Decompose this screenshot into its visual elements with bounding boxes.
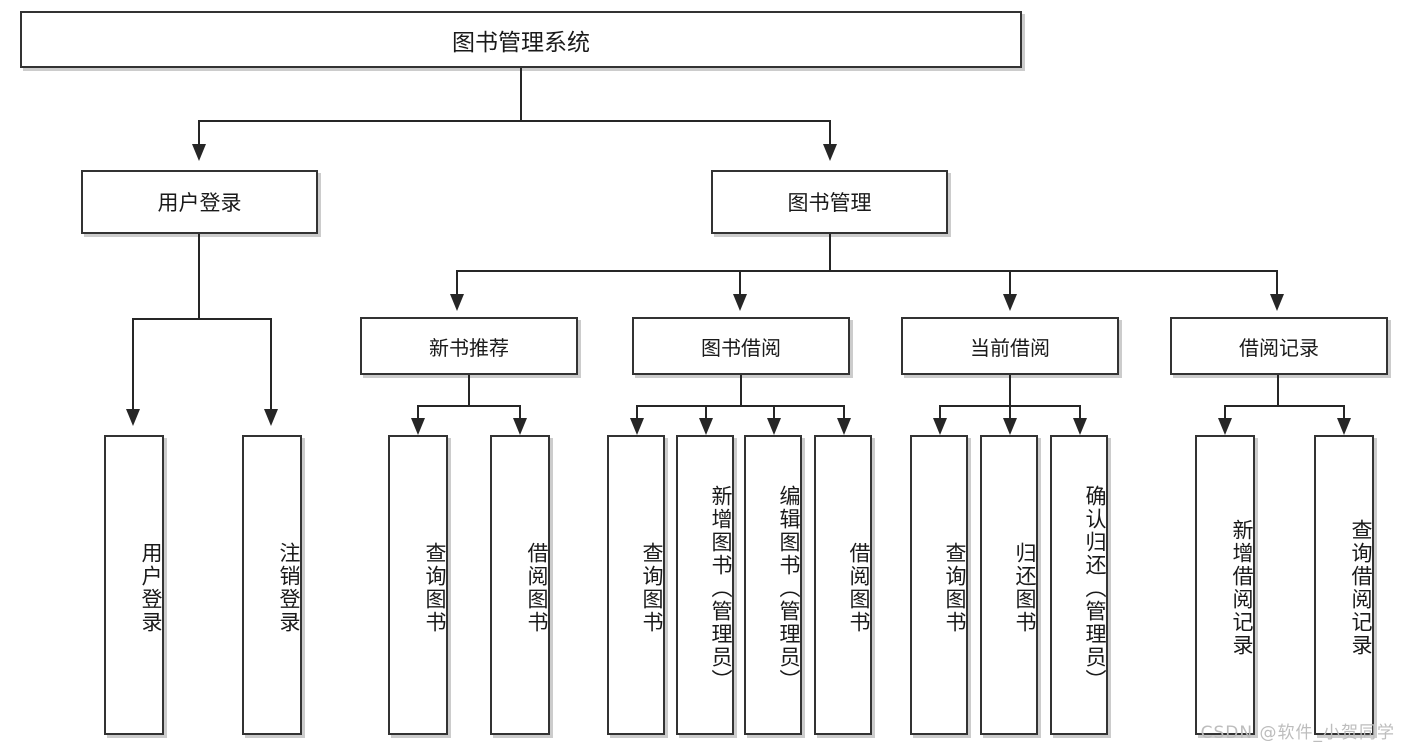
leaf-book-borrow-add[interactable]: 新增图书（管理员） (676, 435, 734, 735)
node-label: 查询借阅记录 (1349, 519, 1373, 657)
connector-level1-bus (199, 120, 831, 122)
leaf-user-login-login[interactable]: 用户登录 (104, 435, 164, 735)
leaf-borrow-record-add[interactable]: 新增借阅记录 (1195, 435, 1255, 735)
connector-book-borrow-drop-3 (843, 405, 845, 419)
node-label: 新书推荐 (429, 335, 509, 360)
arrowhead-current-borrow-2 (1073, 418, 1087, 435)
node-label: 编辑图书（管理员） (777, 484, 801, 692)
connector-borrow-record-bus (1225, 405, 1344, 407)
arrowhead-level2-2 (1003, 294, 1017, 311)
leaf-current-borrow-query[interactable]: 查询图书 (910, 435, 968, 735)
node-label: 查询图书 (640, 542, 664, 634)
connector-new-book-bus (418, 405, 520, 407)
arrowhead-level2-3 (1270, 294, 1284, 311)
node-label: 用户登录 (139, 542, 163, 634)
node-label: 借阅图书 (847, 542, 871, 634)
connector-user-login-bus (133, 318, 271, 320)
arrowhead-new-book-0 (411, 418, 425, 435)
connector-book-management-stem (829, 234, 831, 271)
leaf-user-login-logout[interactable]: 注销登录 (242, 435, 302, 735)
connector-book-borrow-drop-2 (773, 405, 775, 419)
leaf-book-borrow-borrow[interactable]: 借阅图书 (814, 435, 872, 735)
node-label: 借阅图书 (525, 542, 549, 634)
connector-level2-bus (457, 270, 1278, 272)
connector-level1-drop-1 (829, 120, 831, 145)
node-label: 查询图书 (943, 542, 967, 634)
node-book-borrow[interactable]: 图书借阅 (632, 317, 850, 375)
arrowhead-borrow-record-0 (1218, 418, 1232, 435)
arrowhead-book-borrow-3 (837, 418, 851, 435)
node-label: 注销登录 (277, 542, 301, 634)
connector-book-borrow-stem (740, 375, 742, 406)
leaf-current-borrow-return[interactable]: 归还图书 (980, 435, 1038, 735)
leaf-book-borrow-edit[interactable]: 编辑图书（管理员） (744, 435, 802, 735)
connector-level2-drop-0 (456, 270, 458, 295)
node-label: 归还图书 (1013, 542, 1037, 634)
connector-level2-drop-2 (1009, 270, 1011, 295)
arrowhead-level1-1 (823, 144, 837, 161)
node-label: 图书管理 (787, 191, 872, 215)
connector-current-borrow-drop-2 (1079, 405, 1081, 419)
connector-borrow-record-drop-1 (1343, 405, 1345, 419)
node-borrow-record[interactable]: 借阅记录 (1170, 317, 1388, 375)
leaf-book-borrow-query[interactable]: 查询图书 (607, 435, 665, 735)
node-root-library-system[interactable]: 图书管理系统 (20, 11, 1022, 68)
connector-book-borrow-bus (637, 405, 845, 407)
connector-new-book-stem (468, 375, 470, 406)
arrowhead-book-borrow-1 (699, 418, 713, 435)
leaf-current-borrow-confirm-return[interactable]: 确认归还（管理员） (1050, 435, 1108, 735)
leaf-borrow-record-query[interactable]: 查询借阅记录 (1314, 435, 1374, 735)
node-label: 图书借阅 (701, 335, 781, 360)
connector-level2-drop-1 (739, 270, 741, 295)
arrowhead-borrow-record-1 (1337, 418, 1351, 435)
connector-user-login-stem (198, 234, 200, 319)
node-label: 查询图书 (423, 542, 447, 634)
connector-new-book-drop-0 (417, 405, 419, 419)
node-label: 用户登录 (157, 191, 242, 215)
connector-borrow-record-stem (1277, 375, 1279, 406)
node-label: 图书管理系统 (452, 29, 590, 56)
node-new-book-recommend[interactable]: 新书推荐 (360, 317, 578, 375)
leaf-new-book-query[interactable]: 查询图书 (388, 435, 448, 735)
arrowhead-current-borrow-1 (1003, 418, 1017, 435)
connector-root-stem (520, 68, 522, 121)
arrowhead-level2-0 (450, 294, 464, 311)
node-user-login[interactable]: 用户登录 (81, 170, 318, 234)
connector-user-login-drop-1 (270, 318, 272, 410)
arrowhead-level1-0 (192, 144, 206, 161)
node-label: 新增借阅记录 (1230, 519, 1254, 657)
connector-new-book-drop-1 (519, 405, 521, 419)
connector-user-login-drop-0 (132, 318, 134, 410)
arrowhead-book-borrow-0 (630, 418, 644, 435)
leaf-new-book-borrow[interactable]: 借阅图书 (490, 435, 550, 735)
connector-book-borrow-drop-0 (636, 405, 638, 419)
arrowhead-current-borrow-0 (933, 418, 947, 435)
csdn-watermark: CSDN @软件_小贺同学 (1200, 723, 1395, 743)
connector-borrow-record-drop-0 (1224, 405, 1226, 419)
connector-current-borrow-drop-0 (939, 405, 941, 419)
node-label: 当前借阅 (970, 335, 1050, 360)
arrowhead-level2-1 (733, 294, 747, 311)
connector-current-borrow-drop-1 (1009, 405, 1011, 419)
connector-level2-drop-3 (1276, 270, 1278, 295)
node-label: 新增图书（管理员） (709, 484, 733, 692)
node-book-management[interactable]: 图书管理 (711, 170, 948, 234)
node-current-borrow[interactable]: 当前借阅 (901, 317, 1119, 375)
connector-current-borrow-stem (1009, 375, 1011, 406)
connector-book-borrow-drop-1 (705, 405, 707, 419)
node-label: 确认归还（管理员） (1083, 484, 1107, 692)
arrowhead-user-login-0 (126, 409, 140, 426)
connector-level1-drop-0 (198, 120, 200, 145)
arrowhead-new-book-1 (513, 418, 527, 435)
node-label: 借阅记录 (1239, 335, 1319, 360)
arrowhead-book-borrow-2 (767, 418, 781, 435)
arrowhead-user-login-1 (264, 409, 278, 426)
